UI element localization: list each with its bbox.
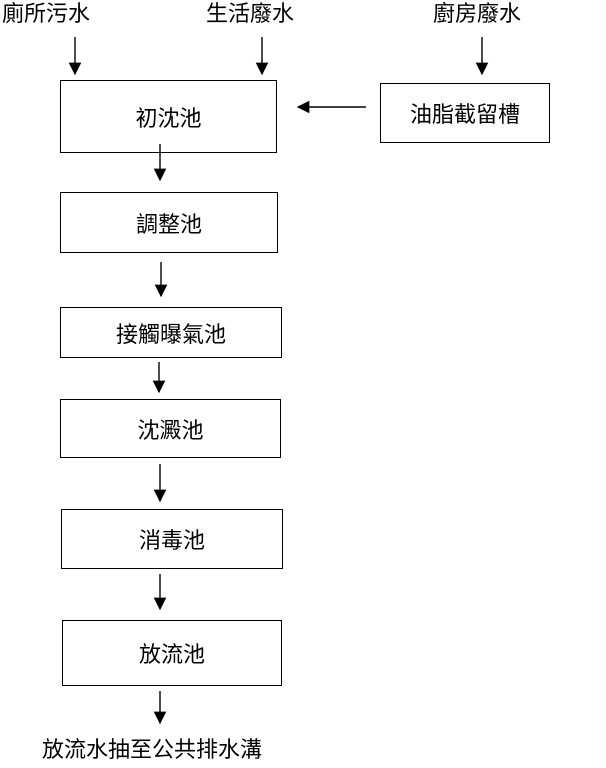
grease-trap-box: 油脂截留槽 (380, 83, 550, 143)
grease-trap-label: 油脂截留槽 (409, 103, 520, 128)
step-label: 初沈池 (135, 106, 202, 132)
output-discharge-to-public-drain: 放流水抽至公共排水溝 (42, 738, 263, 763)
input-toilet-wastewater: 廁所污水 (2, 2, 91, 27)
step-label: 調整池 (135, 212, 202, 238)
step-label: 沈澱池 (137, 418, 204, 444)
step-label: 放流池 (138, 643, 205, 668)
step-primary-settling-tank: 初沈池 (60, 80, 277, 153)
input-kitchen-wastewater: 廚房廢水 (433, 2, 522, 27)
step-contact-aeration-tank: 接觸曝氣池 (60, 307, 282, 358)
step-discharge-tank: 放流池 (62, 620, 282, 686)
step-disinfection-tank: 消毒池 (61, 509, 283, 569)
step-label: 消毒池 (138, 529, 205, 554)
input-domestic-wastewater: 生活廢水 (206, 2, 295, 27)
step-label: 接觸曝氣池 (115, 322, 226, 348)
step-sedimentation-tank: 沈澱池 (60, 399, 281, 458)
step-equalization-tank: 調整池 (60, 192, 278, 253)
